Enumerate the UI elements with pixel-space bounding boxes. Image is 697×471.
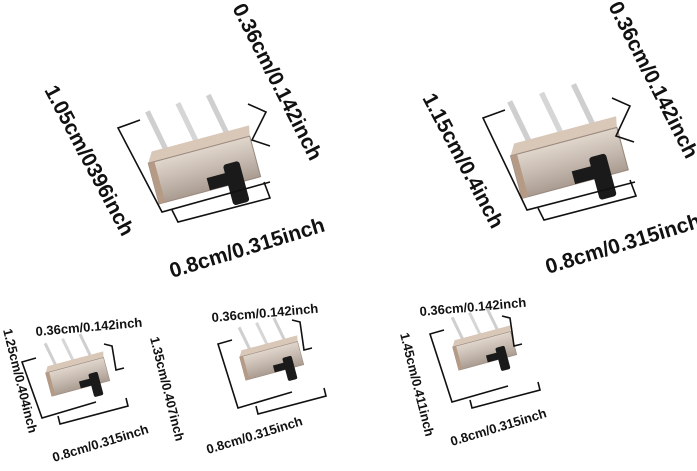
switch-4: 0.36cm/0.142inch 1.35cm/0.407inch 0.8cm/… <box>147 301 327 457</box>
thickness-label: 0.36cm/0.142inch <box>211 301 319 325</box>
switch-image <box>36 327 116 410</box>
width-label: 0.8cm/0.315inch <box>204 413 304 457</box>
switch-5: 0.36cm/0.142inch 1.45cm/0.411inch 0.8cm/… <box>397 295 548 449</box>
width-label: 0.8cm/0.315inch <box>167 214 328 283</box>
width-label: 0.8cm/0.315inch <box>543 210 697 279</box>
thickness-dimension-line <box>291 319 313 351</box>
thickness-dimension-line <box>611 97 635 143</box>
height-label: 1.15cm/0.4inch <box>418 90 508 233</box>
height-dimension-line <box>216 339 293 409</box>
width-dimension-line <box>255 387 327 415</box>
thickness-label: 0.36cm/0.142inch <box>419 295 527 319</box>
width-label: 0.8cm/0.315inch <box>50 421 150 465</box>
thickness-label: 0.36cm/0.142inch <box>35 315 143 339</box>
switch-1: 0.36cm/0.142inch 1.05cm/0396inch 0.8cm/0… <box>40 0 328 283</box>
height-dimension-line <box>20 357 97 419</box>
height-dimension-line <box>481 109 636 211</box>
width-dimension-line <box>57 397 129 425</box>
thickness-dimension-line <box>501 315 523 347</box>
switch-2: 0.36cm/0.142inch 1.15cm/0.4inch 0.8cm/0.… <box>418 0 697 279</box>
height-dimension-line <box>116 119 271 213</box>
height-label: 1.05cm/0396inch <box>40 82 139 240</box>
switch-image <box>497 76 636 220</box>
thickness-dimension-line <box>247 103 271 147</box>
switch-image <box>230 311 310 394</box>
width-label: 0.8cm/0.315inch <box>448 405 548 449</box>
height-dimension-line <box>428 329 509 403</box>
thickness-dimension-line <box>103 343 125 371</box>
width-dimension-line <box>469 381 541 409</box>
height-label: 1.25cm/0.404inch <box>0 327 40 434</box>
width-dimension-line <box>171 181 272 223</box>
height-label: 1.45cm/0.411inch <box>397 331 437 438</box>
width-dimension-line <box>537 179 638 221</box>
switch-3: 0.36cm/0.142inch 1.25cm/0.404inch 0.8cm/… <box>0 315 150 465</box>
height-label: 1.35cm/0.407inch <box>147 335 187 442</box>
